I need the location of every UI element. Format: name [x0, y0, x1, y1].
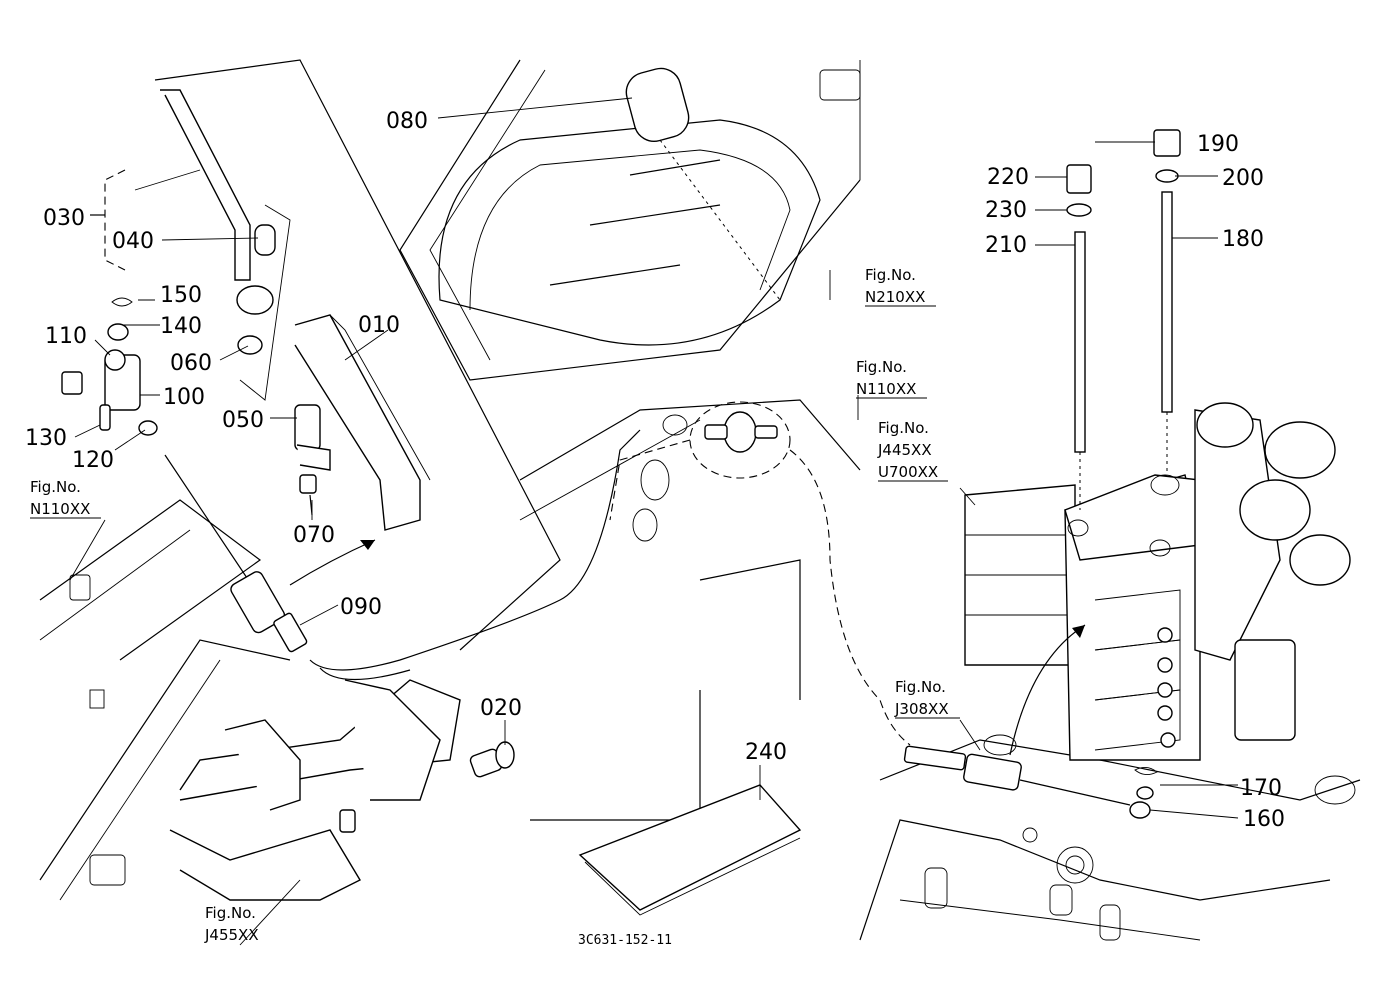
callout-labels: 010 020 030 040 050 060 070 080 090 100 … — [25, 109, 1285, 832]
callout-040: 040 — [112, 229, 154, 254]
callout-030: 030 — [43, 206, 85, 231]
callout-090: 090 — [340, 595, 382, 620]
bracket-020 — [69, 574, 515, 901]
callout-190: 190 — [1197, 132, 1239, 157]
callout-240: 240 — [745, 740, 787, 765]
bracket-010 — [289, 314, 431, 586]
fig-ref-n110-left: N110XX — [30, 500, 90, 518]
cable-connector — [609, 401, 911, 746]
callout-230: 230 — [985, 198, 1027, 223]
fig-ref-j445: J445XX — [877, 441, 932, 459]
callout-130: 130 — [25, 426, 67, 451]
callout-080: 080 — [386, 109, 428, 134]
fig-ref-label: Fig.No. — [30, 478, 81, 496]
manual-240 — [578, 784, 802, 916]
drawing-code: 3C631-152-11 — [578, 933, 672, 948]
callout-170: 170 — [1240, 776, 1282, 801]
fig-ref-label: Fig.No. — [205, 904, 256, 922]
fig-ref-n210: N210XX — [865, 288, 925, 306]
callout-070: 070 — [293, 523, 335, 548]
cable-090 — [164, 429, 641, 681]
stud-210 — [1074, 231, 1086, 453]
callout-100: 100 — [163, 385, 205, 410]
valve-block — [903, 402, 1356, 941]
fig-ref-j308: J308XX — [894, 700, 949, 718]
fig-ref-label: Fig.No. — [865, 266, 916, 284]
figure-references: Fig.No. N210XX Fig.No. N110XX Fig.No. J4… — [30, 266, 960, 944]
callout-160: 160 — [1243, 807, 1285, 832]
lever-assembly — [90, 89, 291, 401]
shift-cover — [438, 67, 861, 346]
callout-120: 120 — [72, 448, 114, 473]
fig-ref-n110-top: N110XX — [856, 380, 916, 398]
callout-010: 010 — [358, 313, 400, 338]
callout-180: 180 — [1222, 227, 1264, 252]
stud-180 — [1161, 191, 1173, 413]
fig-ref-j455: J455XX — [204, 926, 259, 944]
leader-lines — [69, 97, 1239, 946]
callout-140: 140 — [160, 314, 202, 339]
callout-060: 060 — [170, 351, 212, 376]
clevis-assembly — [61, 297, 158, 436]
callout-220: 220 — [987, 165, 1029, 190]
callout-020: 020 — [480, 696, 522, 721]
callout-210: 210 — [985, 233, 1027, 258]
callout-050: 050 — [222, 408, 264, 433]
callout-110: 110 — [45, 324, 87, 349]
fig-ref-label: Fig.No. — [895, 678, 946, 696]
fig-ref-label: Fig.No. — [856, 358, 907, 376]
fig-ref-label: Fig.No. — [878, 419, 929, 437]
callout-150: 150 — [160, 283, 202, 308]
callout-200: 200 — [1222, 166, 1264, 191]
fig-ref-u700: U700XX — [878, 463, 938, 481]
shift-knob-icon — [625, 67, 690, 143]
studs — [1066, 129, 1181, 510]
